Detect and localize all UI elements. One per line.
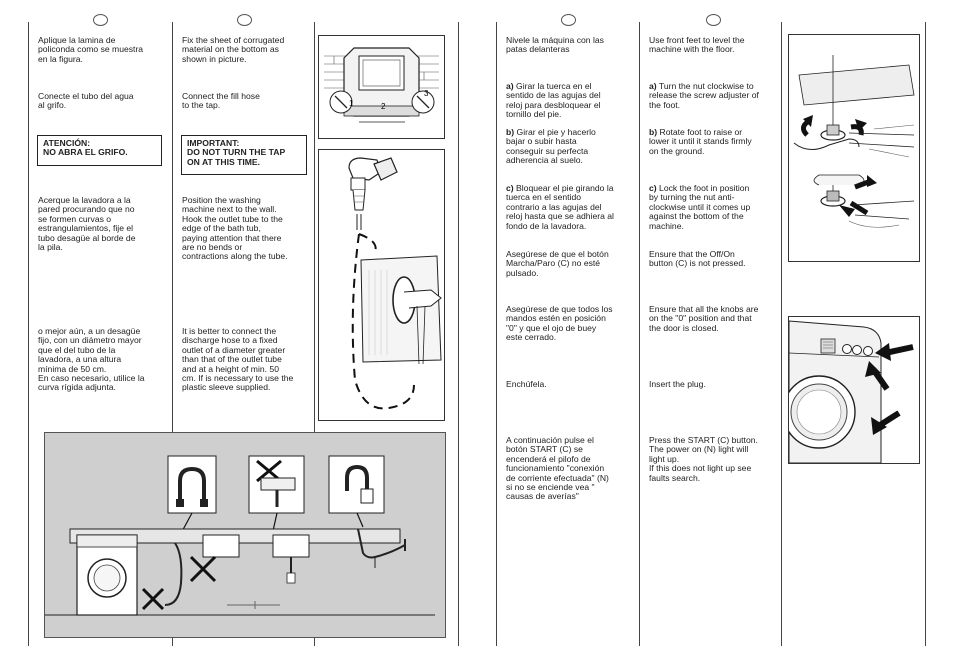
column-rule-7 [781, 22, 782, 646]
en-step-a-text: a) Turn the nut clockwise to release the… [649, 81, 779, 110]
en-step-a-body: Turn the nut clockwise to release the sc… [649, 81, 759, 110]
column-rule-1 [28, 22, 29, 646]
en-fixed-outlet-text: It is better to connect the discharge ho… [182, 326, 294, 393]
en-onoff-text: Ensure that the Off/On button (C) is not… [649, 249, 746, 269]
drain-hose-figure [44, 432, 446, 638]
column-rule-4 [458, 22, 459, 646]
en-level-intro-text: Use front feet to level the machine with… [649, 35, 745, 55]
en-position-machine-text: Position the washing machine next to the… [182, 195, 288, 262]
en-plug-text: Insert the plug. [649, 379, 706, 389]
es-level-intro-text: Nivele la máquina con las patas delanter… [506, 35, 604, 55]
en-step-c-label: c) [649, 183, 657, 193]
figure-label-3: 3 [424, 89, 429, 98]
figure-label-1: 1 [349, 99, 354, 108]
es-step-c-text: c) Bloquear el pie girando la tuerca en … [506, 183, 636, 231]
es-step-a-body: Girar la tuerca en el sentido de las agu… [506, 81, 601, 120]
column-rule-8 [925, 22, 926, 646]
es-step-c-body: Bloquear el pie girando la tuerca en el … [506, 183, 614, 231]
hose-connection-figure [318, 149, 445, 421]
es-warning-box: ATENCIÓN: NO ABRA EL GRIFO. [37, 135, 162, 166]
es-start-text: A continuación pulse el botón START (C) … [506, 435, 609, 502]
es-connect-hose-text: Conecte el tubo del agua al grifo. [38, 91, 134, 111]
en-warning-box: IMPORTANT: DO NOT TURN THE TAP ON AT THI… [181, 135, 307, 175]
column-rule-6 [639, 22, 640, 646]
language-flag-en-left [237, 14, 252, 26]
language-flag-es-left [93, 14, 108, 26]
column-rule-3 [314, 22, 315, 646]
es-step-b-body: Girar el pie y hacerlo bajar o subir has… [506, 127, 596, 166]
en-fix-sheet-text: Fix the sheet of corrugated material on … [182, 35, 285, 64]
leveling-feet-figure [788, 34, 920, 262]
es-step-a-label: a) [506, 81, 514, 91]
es-step-b-text: b) Girar el pie y hacerlo bajar o subir … [506, 127, 636, 166]
en-step-b-label: b) [649, 127, 658, 137]
es-onoff-text: Asegúrese de que el botón Marcha/Paro (C… [506, 249, 609, 278]
es-step-b-label: b) [506, 127, 515, 137]
language-flag-en-right [706, 14, 721, 26]
control-panel-figure [788, 316, 920, 464]
figure-label-2: 2 [381, 102, 386, 111]
en-step-b-text: b) Rotate foot to raise or lower it unti… [649, 127, 779, 156]
en-start-text: Press the START (C) button. The power on… [649, 435, 758, 483]
en-step-c-text: c) Lock the foot in position by turning … [649, 183, 779, 231]
column-rule-2 [172, 22, 173, 646]
language-flag-es-right [561, 14, 576, 26]
es-step-a-text: a) Girar la tuerca en el sentido de las … [506, 81, 636, 120]
es-fixed-outlet-text: o mejor aún, a un desagüe fijo, con un d… [38, 326, 145, 393]
es-step-c-label: c) [506, 183, 514, 193]
en-step-a-label: a) [649, 81, 657, 91]
en-step-b-body: Rotate foot to raise or lower it until i… [649, 127, 752, 156]
es-position-machine-text: Acerque la lavadora a la pared procurand… [38, 195, 136, 253]
en-step-c-body: Lock the foot in position by turning the… [649, 183, 751, 231]
column-rule-5 [496, 22, 497, 646]
en-connect-hose-text: Connect the fill hose to the tap. [182, 91, 260, 111]
corrugated-sheet-figure: 1 2 3 [318, 35, 445, 139]
es-plug-text: Enchúfela. [506, 379, 547, 389]
es-knobs-text: Asegúrese de que todos los mandos estén … [506, 304, 613, 343]
en-knobs-text: Ensure that all the knobs are on the "0"… [649, 304, 759, 333]
es-fix-sheet-text: Aplique la lamina de policonda como se m… [38, 35, 144, 64]
